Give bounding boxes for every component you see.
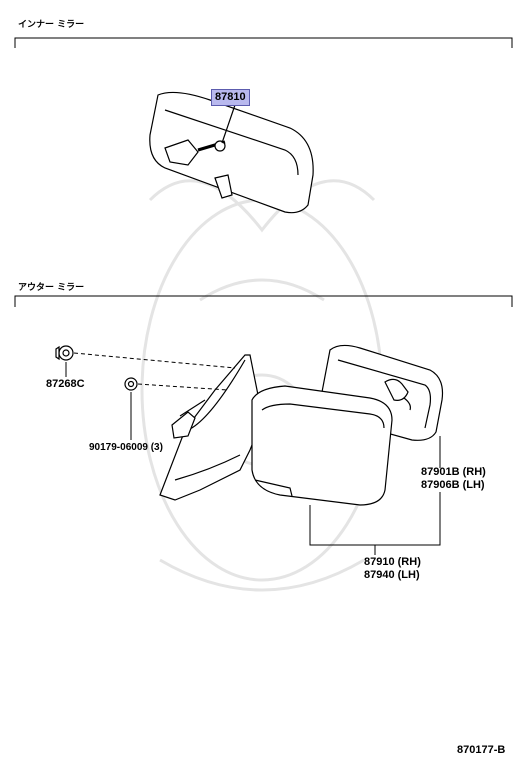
- part-label-glass-lh[interactable]: 87906B (LH): [421, 479, 485, 491]
- inner-mirror-section-title: インナー ミラー: [18, 20, 85, 30]
- part-label-assy-rh[interactable]: 87910 (RH): [364, 556, 421, 568]
- outer-section-bracket: [14, 295, 513, 307]
- outer-mirror-section-title: アウター ミラー: [18, 283, 85, 293]
- outer-mirror-drawing: [159, 344, 444, 506]
- clip-dashed-line: [73, 352, 236, 369]
- diagram-id: 870177-B: [457, 744, 506, 756]
- part-label-assy-lh[interactable]: 87940 (LH): [364, 569, 420, 581]
- inner-section-bracket: [14, 37, 513, 48]
- part-label-glass-rh[interactable]: 87901B (RH): [421, 466, 486, 478]
- clip-part: [55, 345, 74, 361]
- part-label-clip[interactable]: 87268C: [46, 378, 85, 390]
- inner-mirror-drawing: [149, 91, 314, 214]
- screw-dashed-line: [137, 383, 229, 391]
- screw-part: [124, 377, 138, 391]
- part-label-inner-mirror[interactable]: 87810: [211, 89, 250, 106]
- part-label-screw[interactable]: 90179-06009 (3): [89, 442, 163, 453]
